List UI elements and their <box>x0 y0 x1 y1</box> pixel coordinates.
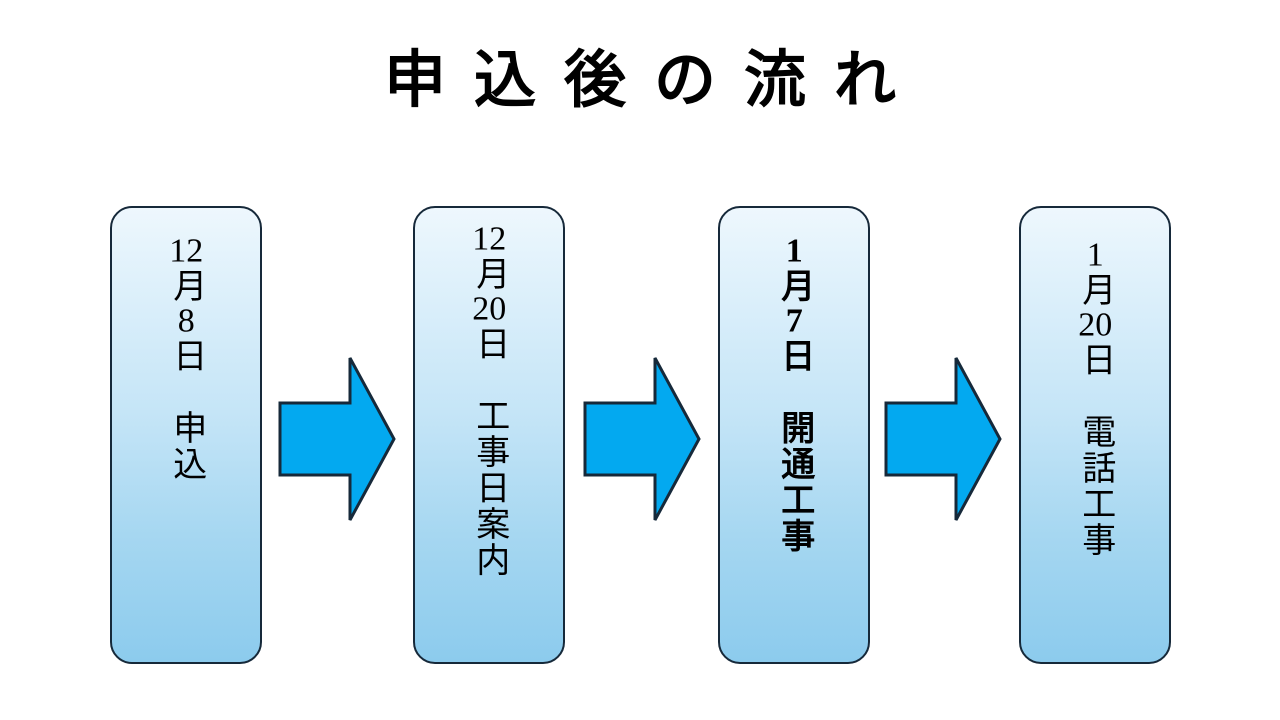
right-arrow-icon <box>278 356 396 522</box>
flow-step-2[interactable]: 12月20日 工事日案内 <box>413 206 565 664</box>
flow-step-1-text: 12月8日 申込 <box>167 234 205 482</box>
flow-step-1[interactable]: 12月8日 申込 <box>110 206 262 664</box>
flow-step-3[interactable]: 1月7日 開通工事 <box>718 206 870 664</box>
flow-step-3-text: 1月7日 開通工事 <box>775 234 813 554</box>
page-title: 申込後の流れ <box>383 43 924 116</box>
flow-step-2-text: 12月20日 工事日案内 <box>470 222 508 578</box>
flow-step-4-text: 1月20日 電話工事 <box>1076 238 1114 558</box>
process-flow-diagram: 12月8日 申込 12月20日 工事日案内 1月7日 開通工事 <box>0 206 1280 666</box>
right-arrow-icon <box>884 356 1002 522</box>
flow-step-4[interactable]: 1月20日 電話工事 <box>1019 206 1171 664</box>
right-arrow-icon <box>583 356 701 522</box>
